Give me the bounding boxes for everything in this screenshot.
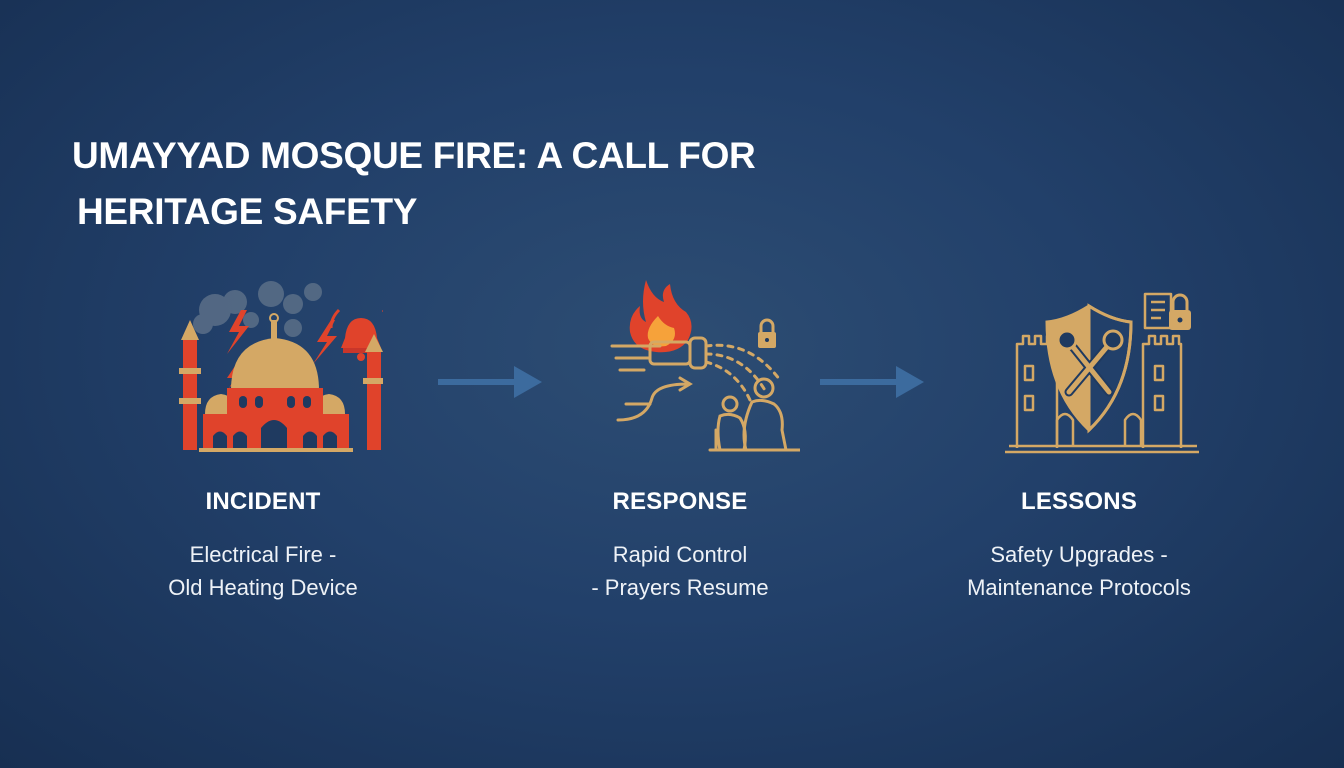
step-description-lessons: Safety Upgrades - Maintenance Protocols	[929, 538, 1229, 604]
step-heading-incident: INCIDENT	[205, 488, 321, 515]
description-line: Rapid Control	[612, 542, 748, 567]
arrow-right-icon	[438, 366, 542, 398]
title-line-2: HERITAGE SAFETY	[77, 191, 418, 232]
step-response: RESPONSE Rapid Control - Prayers Resume	[530, 280, 830, 600]
description-line: Old Heating Device	[168, 575, 358, 600]
step-description-incident: Electrical Fire - Old Heating Device	[113, 538, 413, 604]
step-incident: INCIDENT Electrical Fire - Old Heating D…	[113, 280, 413, 600]
step-lessons: LESSONS Safety Upgrades - Maintenance Pr…	[929, 280, 1229, 600]
page-title: UMAYYAD MOSQUE FIRE: A CALL FOR HERITAGE…	[72, 128, 832, 240]
description-line: - Prayers Resume	[591, 575, 769, 600]
description-line: Maintenance Protocols	[967, 575, 1191, 600]
description-line: Electrical Fire -	[189, 542, 337, 567]
shield-tools-icon	[1005, 292, 1199, 454]
description-line: Safety Upgrades -	[990, 542, 1168, 567]
fire-extinguishing-icon	[610, 280, 800, 452]
arrow-right-icon	[820, 366, 924, 398]
step-description-response: Rapid Control - Prayers Resume	[530, 538, 830, 604]
step-heading-lessons: LESSONS	[1020, 488, 1138, 515]
burning-mosque-icon	[179, 281, 383, 452]
step-heading-response: RESPONSE	[612, 488, 748, 515]
title-line-1: UMAYYAD MOSQUE FIRE: A CALL FOR	[72, 135, 756, 176]
